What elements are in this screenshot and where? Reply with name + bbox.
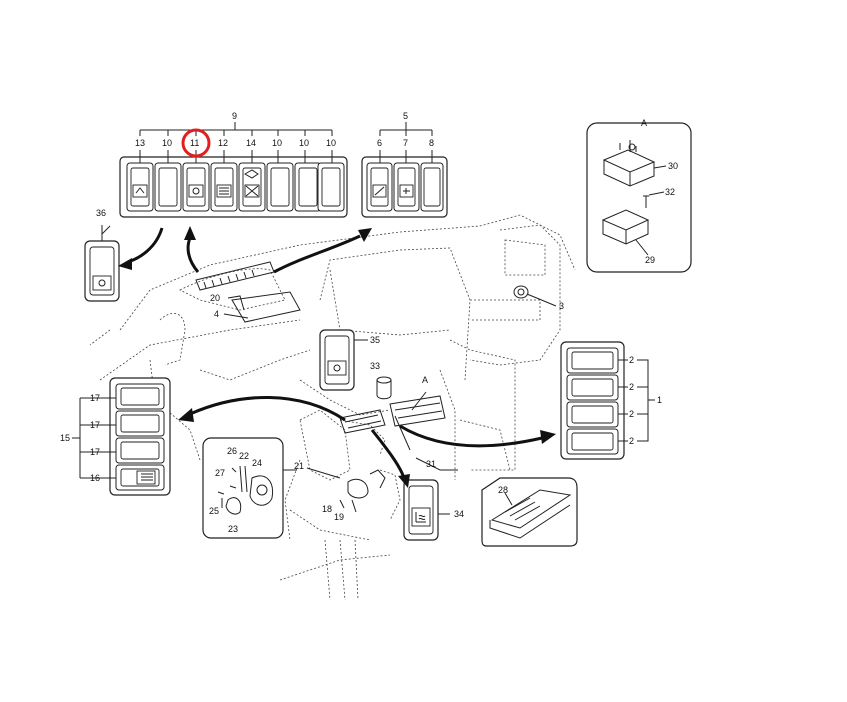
switch-panel-9 [119,156,348,218]
callout-14: 14 [246,138,256,148]
callout-28: 28 [498,485,508,495]
callout-2: 2 [629,436,634,446]
callout-12: 12 [218,138,228,148]
callout-labels: 9 13 10 11 12 14 10 10 10 5 6 7 8 A 30 3… [60,111,678,534]
callout-18: 18 [322,504,332,514]
callout-26: 26 [227,446,237,456]
callout-5: 5 [403,111,408,121]
hazard-icon [216,184,232,198]
callout-24: 24 [252,458,262,468]
callout-17: 17 [90,447,100,457]
socket-3 [513,285,557,307]
work-light-icon [132,184,148,198]
callout-1: 1 [657,395,662,405]
callout-11: 11 [190,138,199,148]
arrow-to-panel-5 [273,228,372,274]
callout-4: 4 [214,309,219,319]
switch-panel-34 [403,479,450,541]
callout-10: 10 [272,138,282,148]
wiper-icon [372,184,387,198]
horn-icon [243,169,260,198]
callout-bracket-5 [379,122,433,163]
switch-panel-5 [361,156,448,218]
callout-8: 8 [429,138,434,148]
callout-22: 22 [239,451,249,461]
callout-16: 16 [90,473,100,483]
callout-7: 7 [403,138,408,148]
highlight-circle [181,128,211,158]
arrow-to-panel-15 [178,395,346,422]
arrow-to-panel-9 [184,226,200,273]
cigarette-lighter-33 [376,376,392,400]
callout-2: 2 [629,409,634,419]
beacon-icon [188,184,204,198]
callout-21: 21 [294,461,304,471]
switch-panel-15 [72,377,171,496]
callout-17: 17 [90,393,100,403]
callout-34: 34 [454,509,464,519]
arrow-to-panel-36 [118,227,164,270]
callout-31: 31 [426,459,436,469]
switch-panel-36 [84,225,120,302]
detail-a-box [586,122,692,273]
washer-icon [399,184,414,198]
callout-25: 25 [209,506,219,516]
callout-10: 10 [299,138,309,148]
callout-bracket-9 [139,122,333,163]
callout-2: 2 [629,382,634,392]
callout-13: 13 [135,138,145,148]
callout-27: 27 [215,468,225,478]
switch-panel-35 [319,329,368,391]
callout-35: 35 [370,335,380,345]
callout-10: 10 [162,138,172,148]
dashboard-switch-strip [195,261,301,323]
callout-17: 17 [90,420,100,430]
switch-panel-1 [560,341,655,460]
callout-6: 6 [377,138,382,148]
leader-lines [101,225,458,471]
callout-29: 29 [645,255,655,265]
callout-32: 32 [665,187,675,197]
arrow-to-panel-1 [399,424,556,448]
callout-a-marker: A [422,375,428,385]
arrow-to-panel-34 [370,429,410,488]
callout-9: 9 [232,111,237,121]
detail-knob-box [202,437,297,539]
seat-heater-icon [415,512,426,523]
callout-10: 10 [326,138,336,148]
callout-2: 2 [629,355,634,365]
callout-3: 3 [559,301,564,311]
callout-15: 15 [60,433,70,443]
detail-console-box [481,477,578,547]
light-icon [136,470,156,485]
console-switch-cluster [339,395,446,434]
callout-36: 36 [96,208,106,218]
callout-a: A [641,118,647,128]
callout-30: 30 [668,161,678,171]
callout-20: 20 [210,293,220,303]
knob-part-21 [306,467,386,513]
callout-33: 33 [370,361,380,371]
callout-19: 19 [334,512,344,522]
callout-23: 23 [228,524,238,534]
